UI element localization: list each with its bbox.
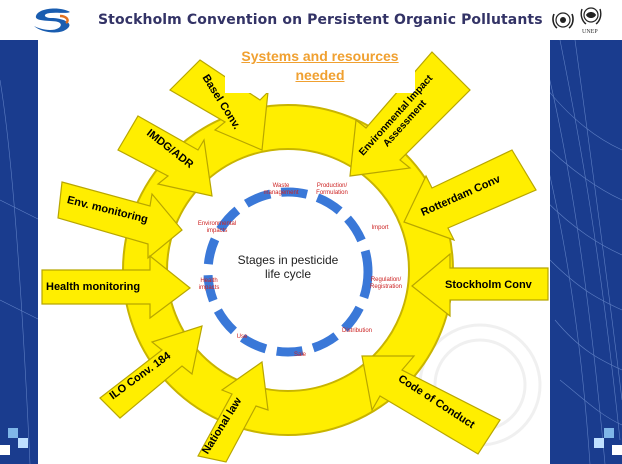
header-title: Stockholm Convention on Persistent Organ… [98, 12, 543, 28]
stage-regulation: Regulation/ Registration [369, 277, 402, 290]
arrow-ilo [99, 325, 203, 419]
center-text: Stages in pesticide life cycle [228, 253, 348, 281]
arrow-imdg [117, 115, 213, 197]
stage-use: Use [236, 334, 248, 340]
arrow-code-of-conduct [361, 355, 501, 455]
stage-waste: Waste management [263, 183, 299, 196]
label-health-monitoring: Health monitoring [46, 281, 141, 293]
arrow-rotterdam [403, 149, 537, 242]
arrow-eia [349, 51, 471, 177]
unep-text: UNEP [582, 29, 598, 35]
slide-title-line1: Systems and resources [241, 48, 399, 64]
stage-sale: Sale [293, 352, 306, 358]
arrow-env-monitoring [57, 181, 183, 260]
arrow-basel [169, 59, 269, 151]
stockholm-convention-logo [34, 8, 70, 33]
unep-emblem-icon [580, 7, 602, 25]
stage-distribution: Distribution [341, 328, 372, 334]
arrow-stockholm [411, 252, 549, 318]
center-text-line1: Stages in pesticide [237, 253, 339, 267]
header-bar: Stockholm Convention on Persistent Organ… [0, 0, 622, 40]
arrow-health-monitoring [41, 254, 191, 320]
stage-cycle-ring [203, 187, 373, 357]
stage-environmental: Environmental impacts [197, 221, 237, 234]
stage-import: Import [371, 225, 389, 231]
corner-squares [0, 428, 622, 455]
stage-production: Production/ Formulation [316, 183, 348, 196]
arrow-national-law [197, 360, 269, 463]
stage-health: Health impacts [198, 278, 220, 291]
slide-title-box: Systems and resources needed [225, 45, 415, 93]
un-emblem-icon [552, 12, 574, 29]
slide-title-line2: needed [295, 67, 345, 83]
center-text-line2: life cycle [264, 267, 311, 281]
label-stockholm: Stockholm Conv [445, 279, 532, 291]
